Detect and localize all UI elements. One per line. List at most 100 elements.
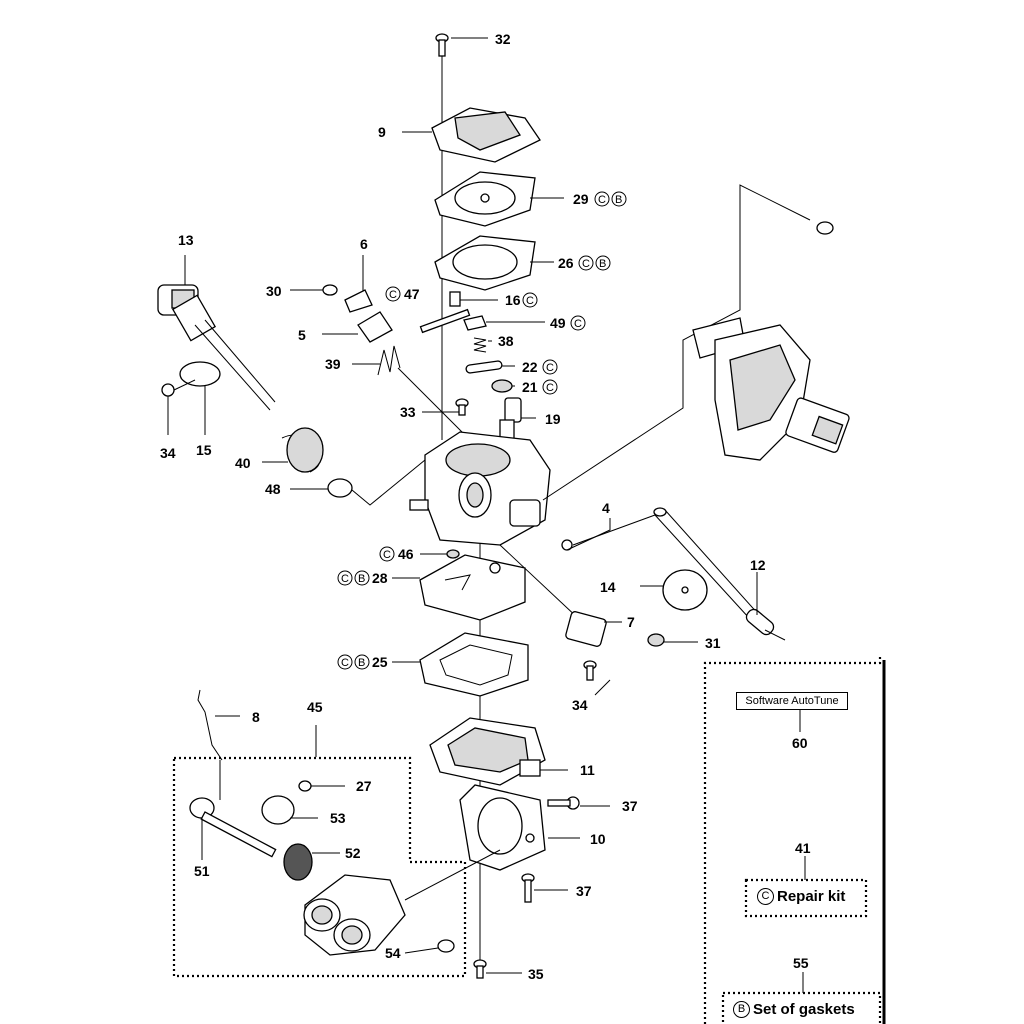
part-37-screw-lower bbox=[521, 873, 535, 903]
callout-26: 26 bbox=[558, 255, 574, 271]
part-26-gasket bbox=[434, 235, 536, 291]
part-53-plate bbox=[261, 795, 295, 825]
callout-54: 54 bbox=[385, 945, 401, 961]
letter-46-c: C bbox=[383, 549, 391, 561]
callout-45: 45 bbox=[307, 699, 323, 715]
callout-labels: 32 9 29 26 13 6 30 47 16 5 49 38 39 22 2… bbox=[160, 31, 811, 982]
callout-49: 49 bbox=[550, 315, 566, 331]
part-16-needle bbox=[449, 291, 461, 307]
part-54-clip bbox=[437, 939, 455, 953]
software-autotune-box: Software AutoTune bbox=[736, 692, 848, 710]
part-14-throttle-plate bbox=[662, 569, 708, 611]
letter-21-c: C bbox=[546, 382, 554, 394]
callout-27: 27 bbox=[356, 778, 372, 794]
repair-kit-box bbox=[744, 878, 868, 918]
letter-26-c: C bbox=[582, 258, 590, 270]
gasket-set-label: B Set of gaskets bbox=[733, 1001, 855, 1018]
letter-28-b: B bbox=[358, 573, 365, 585]
letter-49-c: C bbox=[574, 318, 582, 330]
part-screw-module bbox=[816, 221, 834, 235]
callout-48: 48 bbox=[265, 481, 281, 497]
callout-40: 40 bbox=[235, 455, 251, 471]
part-38-spring bbox=[473, 337, 487, 353]
letter-47-c: C bbox=[389, 289, 397, 301]
part-48-washer bbox=[327, 478, 353, 498]
callout-21: 21 bbox=[522, 379, 538, 395]
part-37-screw-upper bbox=[547, 796, 580, 810]
letter-25-c: C bbox=[341, 657, 349, 669]
callout-39: 39 bbox=[325, 356, 341, 372]
letter-25-b: B bbox=[358, 657, 365, 669]
callout-13: 13 bbox=[178, 232, 194, 248]
part-10-cover bbox=[459, 784, 546, 871]
callout-8: 8 bbox=[252, 709, 260, 725]
callout-12: 12 bbox=[750, 557, 766, 573]
callout-60: 60 bbox=[792, 735, 808, 751]
callout-47: 47 bbox=[404, 286, 420, 302]
part-39-spring bbox=[377, 345, 401, 376]
part-25-gasket bbox=[419, 632, 529, 697]
gasket-set-box bbox=[721, 991, 882, 1024]
callout-15: 15 bbox=[196, 442, 212, 458]
kit-letter-marks: C B C B C C C C C C C B C B bbox=[337, 191, 627, 670]
repair-kit-letter: C bbox=[757, 888, 774, 905]
callout-7: 7 bbox=[627, 614, 635, 630]
callout-37-lower: 37 bbox=[576, 883, 592, 899]
callout-6: 6 bbox=[360, 236, 368, 252]
part-28-gasket bbox=[419, 554, 526, 621]
callout-14: 14 bbox=[600, 579, 616, 595]
callout-34-left: 34 bbox=[160, 445, 176, 461]
callout-46: 46 bbox=[398, 546, 414, 562]
part-19-fuel-nipple bbox=[499, 397, 522, 441]
part-31-nut bbox=[647, 633, 665, 647]
part-34-screw-right bbox=[583, 660, 597, 681]
part-throttle-housing bbox=[303, 874, 406, 956]
part-22-pin bbox=[465, 360, 503, 374]
letter-26-b: B bbox=[599, 258, 606, 270]
callout-55: 55 bbox=[793, 955, 809, 971]
part-34-screw-left bbox=[161, 379, 196, 397]
part-40-spring bbox=[281, 427, 324, 473]
callout-4: 4 bbox=[602, 500, 610, 516]
callout-31: 31 bbox=[705, 635, 721, 651]
repair-kit-text: Repair kit bbox=[777, 888, 846, 905]
callout-10: 10 bbox=[590, 831, 606, 847]
callout-29: 29 bbox=[573, 191, 589, 207]
kit-45-dotted-box bbox=[172, 756, 467, 978]
callout-9: 9 bbox=[378, 124, 386, 140]
part-5-cam bbox=[357, 311, 393, 343]
repair-kit-label: C Repair kit bbox=[757, 888, 845, 905]
callout-28: 28 bbox=[372, 570, 388, 586]
callout-52: 52 bbox=[345, 845, 361, 861]
part-8-rod bbox=[197, 689, 223, 761]
gasket-set-text: Set of gaskets bbox=[753, 1001, 855, 1018]
part-30-screw bbox=[322, 284, 338, 296]
part-12-shaft bbox=[653, 507, 786, 641]
callout-37-upper: 37 bbox=[622, 798, 638, 814]
part-32-screw bbox=[435, 33, 449, 57]
callout-41: 41 bbox=[795, 840, 811, 856]
part-52-spring bbox=[283, 843, 313, 881]
letter-16-c: C bbox=[526, 295, 534, 307]
part-15-throttle-plate bbox=[179, 361, 221, 387]
part-21-disc bbox=[491, 379, 513, 393]
legend-dotted-box bbox=[703, 655, 882, 1024]
callout-53: 53 bbox=[330, 810, 346, 826]
letter-28-c: C bbox=[341, 573, 349, 585]
part-9-pump-cover bbox=[431, 107, 541, 163]
carburetor-body bbox=[409, 431, 551, 546]
letter-22-c: C bbox=[546, 362, 554, 374]
callout-35: 35 bbox=[528, 966, 544, 982]
callout-25: 25 bbox=[372, 654, 388, 670]
part-29-diaphragm bbox=[434, 171, 536, 227]
callout-11: 11 bbox=[580, 762, 595, 778]
letter-29-b: B bbox=[615, 194, 622, 206]
callout-30: 30 bbox=[266, 283, 282, 299]
part-13-throttle-sensor bbox=[157, 255, 276, 411]
part-49-lever bbox=[463, 315, 487, 331]
callout-38: 38 bbox=[498, 333, 514, 349]
gasket-set-letter: B bbox=[733, 1001, 750, 1018]
callout-34-right: 34 bbox=[572, 697, 588, 713]
part-47-pin bbox=[419, 308, 471, 334]
callout-32: 32 bbox=[495, 31, 511, 47]
